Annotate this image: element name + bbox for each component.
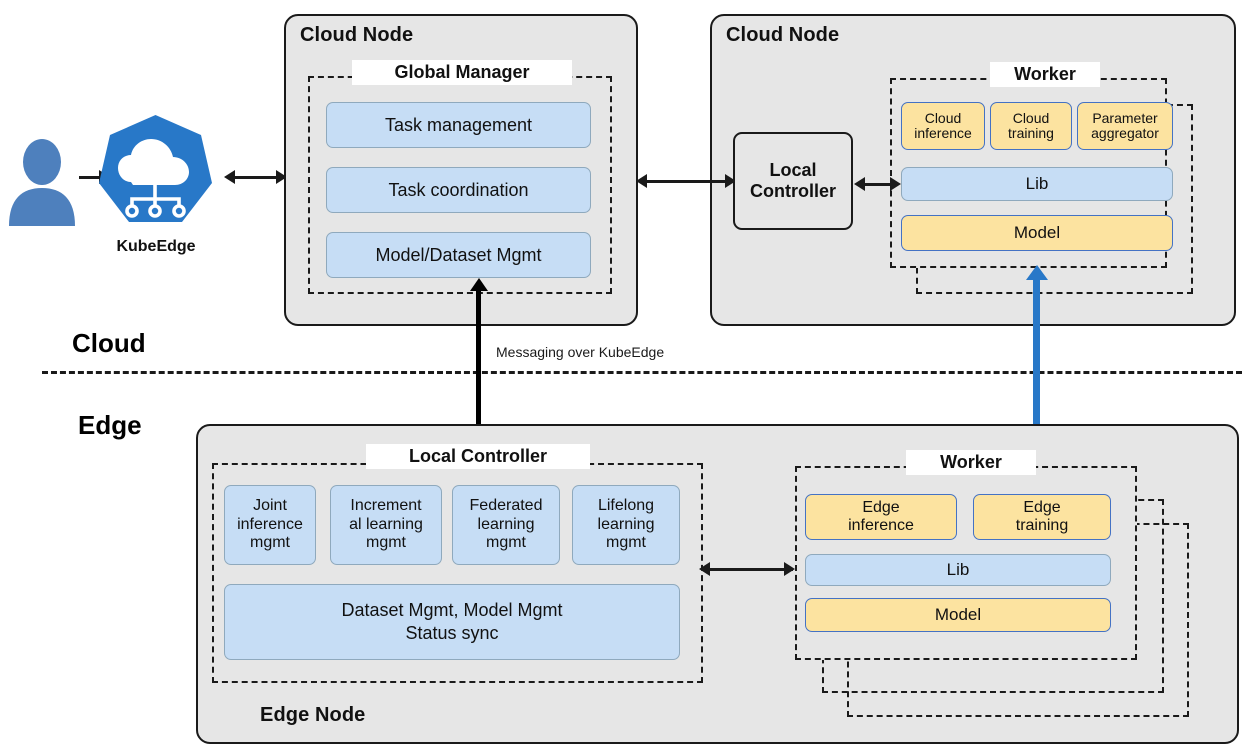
cloud-node-left-title: Cloud Node (300, 24, 414, 46)
model-sync-arrow-head-up (1025, 265, 1048, 280)
federated-learning-mgmt-box[interactable]: Federated learning mgmt (452, 485, 560, 565)
messaging-label: Messaging over KubeEdge (496, 344, 665, 360)
arrow-globalmanager-head-left (636, 174, 647, 188)
federated-learning-line1: Federated (469, 496, 543, 514)
cloud-local-controller-line1: Local (769, 160, 817, 180)
incremental-learning-line1: Increment (350, 496, 422, 514)
parameter-aggregator-box[interactable]: Parameter aggregator (1077, 102, 1173, 150)
lifelong-learning-line1: Lifelong (597, 496, 655, 514)
parameter-aggregator-line2: aggregator (1091, 125, 1159, 141)
messaging-arrow-line (476, 288, 481, 446)
task-coordination-box[interactable]: Task coordination (326, 167, 591, 213)
messaging-arrow-head-up (469, 278, 488, 291)
edge-training-line2: training (1015, 517, 1069, 534)
tier-label-cloud: Cloud (72, 328, 146, 358)
arrow-globalmanager-head-right (725, 174, 736, 188)
arrow-kubeedge-to-globalmanager-head-left (224, 170, 235, 184)
edge-lib-box[interactable]: Lib (805, 554, 1111, 586)
arrow-cloud-lc-to-worker-head-left (854, 177, 865, 191)
model-sync-arrow-line (1033, 278, 1040, 496)
cloud-inference-line1: Cloud (924, 109, 962, 126)
arrow-edge-lc-to-worker-head-right (784, 562, 795, 576)
cloud-node-right-title: Cloud Node (726, 24, 840, 46)
cloud-worker-label: Worker (990, 62, 1100, 87)
arrow-cloud-lc-to-worker-line (858, 183, 898, 186)
lifelong-learning-line2: learning (597, 515, 655, 533)
cloud-lib-box[interactable]: Lib (901, 167, 1173, 201)
dataset-model-mgmt-line2: Status sync (405, 623, 499, 643)
cloud-model-box[interactable]: Model (901, 215, 1173, 251)
edge-inference-line1: Edge (862, 498, 900, 516)
edge-inference-box[interactable]: Edge inference (805, 494, 957, 540)
kubeedge-cloud-logo (93, 112, 218, 240)
edge-worker-label: Worker (906, 450, 1036, 475)
cloud-inference-box[interactable]: Cloud inference (901, 102, 985, 150)
incremental-learning-mgmt-box[interactable]: Increment al learning mgmt (330, 485, 442, 565)
cloud-local-controller-line2: Controller (749, 181, 836, 201)
arrow-user-to-kubeedge-line (79, 176, 101, 179)
tier-label-edge: Edge (78, 410, 142, 440)
lifelong-learning-mgmt-box[interactable]: Lifelong learning mgmt (572, 485, 680, 565)
federated-learning-line2: learning (477, 515, 535, 533)
arrow-edge-lc-to-worker-head-left (699, 562, 710, 576)
federated-learning-line3: mgmt (486, 534, 526, 552)
cloud-training-box[interactable]: Cloud training (990, 102, 1072, 150)
dataset-model-mgmt-line1: Dataset Mgmt, Model Mgmt (341, 599, 563, 620)
arrow-cloud-lc-to-worker-head-right (890, 177, 901, 191)
dataset-model-mgmt-box[interactable]: Dataset Mgmt, Model Mgmt Status sync (224, 584, 680, 660)
joint-inference-line3: mgmt (250, 534, 290, 552)
model-dataset-mgmt-box[interactable]: Model/Dataset Mgmt (326, 232, 591, 278)
parameter-aggregator-line1: Parameter (1092, 109, 1158, 126)
global-manager-label: Global Manager (352, 60, 572, 85)
cloud-local-controller-box[interactable]: Local Controller (733, 132, 853, 230)
arrow-kubeedge-to-globalmanager-head-right (276, 170, 287, 184)
joint-inference-line2: inference (237, 515, 303, 533)
joint-inference-mgmt-box[interactable]: Joint inference mgmt (224, 485, 316, 565)
edge-node-title: Edge Node (260, 704, 366, 726)
kubeedge-caption: KubeEdge (116, 238, 196, 255)
incremental-learning-line3: mgmt (366, 534, 406, 552)
lifelong-learning-line3: mgmt (606, 534, 646, 552)
cloud-edge-divider (42, 371, 1242, 374)
edge-local-controller-label: Local Controller (366, 444, 590, 469)
arrow-edge-lc-to-worker-line (703, 568, 793, 571)
cloud-training-line2: training (1008, 125, 1054, 141)
cloud-training-line1: Cloud (1012, 109, 1050, 126)
edge-model-box[interactable]: Model (805, 598, 1111, 632)
edge-inference-line2: inference (848, 517, 914, 534)
edge-training-box[interactable]: Edge training (973, 494, 1111, 540)
incremental-learning-line2: al learning (349, 515, 423, 533)
joint-inference-line1: Joint (253, 496, 287, 514)
arrow-kubeedge-to-globalmanager-line (228, 176, 286, 179)
user-person-icon (6, 136, 78, 226)
cloud-inference-line2: inference (914, 125, 972, 141)
task-management-box[interactable]: Task management (326, 102, 591, 148)
edge-training-line1: Edge (1023, 498, 1061, 516)
arrow-globalmanager-to-cloudnode-line (640, 180, 735, 183)
